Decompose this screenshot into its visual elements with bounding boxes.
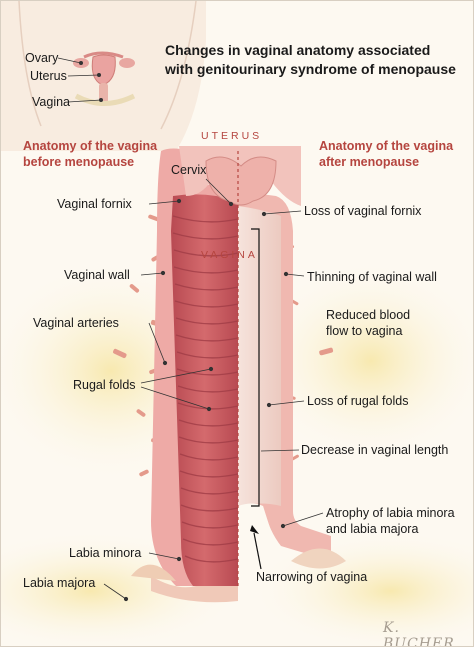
narrowing-arrow	[250, 525, 262, 570]
after-heading-line1: Anatomy of the vagina	[319, 139, 454, 153]
loss-of-rugal-folds-label: Loss of rugal folds	[307, 394, 409, 408]
vaginal-length-bracket	[251, 228, 260, 507]
labia-majora-label: Labia majora	[23, 576, 96, 590]
thinning-wall-label: Thinning of vaginal wall	[307, 270, 437, 284]
labia-minora-label: Labia minora	[69, 546, 142, 560]
rugal-folds-label: Rugal folds	[73, 378, 136, 392]
artist-signature: K. BUCHER	[383, 620, 455, 647]
inset-vagina-label: Vagina	[32, 95, 70, 109]
cervix-label: Cervix	[171, 163, 207, 177]
figure-title-line1: Changes in vaginal anatomy associated	[165, 42, 431, 58]
vagina-before-menopause	[151, 148, 239, 603]
vagina-region-label: VAGINA	[201, 249, 258, 261]
rugal-folds	[172, 215, 239, 563]
after-heading-line2: after menopause	[319, 155, 420, 169]
atrophy-labia-line2: and labia majora	[326, 522, 419, 536]
right-leader-lines	[260, 210, 324, 529]
vaginal-wall-label: Vaginal wall	[64, 268, 130, 282]
vaginal-fornix-label: Vaginal fornix	[57, 197, 132, 211]
labia	[131, 548, 346, 581]
inset-ovary-label: Ovary	[25, 51, 59, 65]
figure-title-line2: with genitourinary syndrome of menopause	[165, 61, 456, 77]
reduced-blood-line1: Reduced blood	[326, 308, 411, 322]
decrease-length-label: Decrease in vaginal length	[301, 443, 449, 457]
inset-leader-lines	[57, 57, 104, 103]
reduced-blood-line2: flow to vagina	[326, 324, 403, 338]
vaginal-arteries-label: Vaginal arteries	[33, 316, 119, 330]
left-leader-lines	[103, 178, 234, 602]
inset-reproductive-organs	[73, 51, 136, 106]
uterus-region-label: UTERUS	[201, 130, 263, 142]
loss-of-fornix-label: Loss of vaginal fornix	[304, 204, 422, 218]
before-heading-line1: Anatomy of the vagina	[23, 139, 158, 153]
narrowing-label: Narrowing of vagina	[256, 570, 368, 584]
before-heading-line2: before menopause	[23, 155, 135, 169]
atrophy-labia-line1: Atrophy of labia minora	[326, 506, 455, 520]
inset-uterus-label: Uterus	[30, 69, 67, 83]
